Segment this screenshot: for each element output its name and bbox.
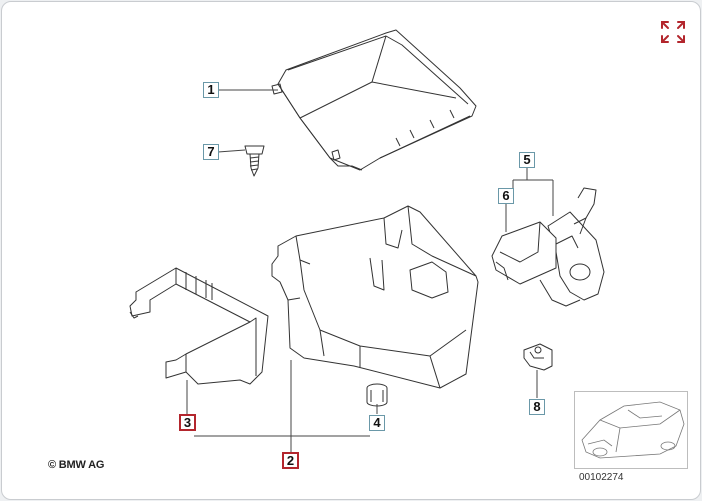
callout-8[interactable]: 8 [529, 399, 545, 415]
part-clip[interactable] [523, 343, 553, 371]
expand-icon[interactable] [660, 20, 686, 44]
callout-2[interactable]: 2 [282, 452, 299, 469]
callout-4[interactable]: 4 [369, 415, 385, 431]
leader-lines [186, 89, 554, 452]
callout-5[interactable]: 5 [519, 152, 535, 168]
callout-7[interactable]: 7 [203, 144, 219, 160]
part-motor-assembly[interactable] [491, 187, 605, 307]
diagram-code: 00102274 [579, 472, 624, 483]
callout-3[interactable]: 3 [179, 414, 196, 431]
callout-1[interactable]: 1 [203, 82, 219, 98]
part-tray[interactable] [271, 205, 479, 389]
part-screw[interactable] [244, 145, 265, 177]
part-cover[interactable] [271, 29, 477, 171]
copyright-text: © BMW AG [48, 459, 105, 471]
callout-6[interactable]: 6 [498, 188, 514, 204]
part-bracket[interactable] [129, 267, 269, 385]
